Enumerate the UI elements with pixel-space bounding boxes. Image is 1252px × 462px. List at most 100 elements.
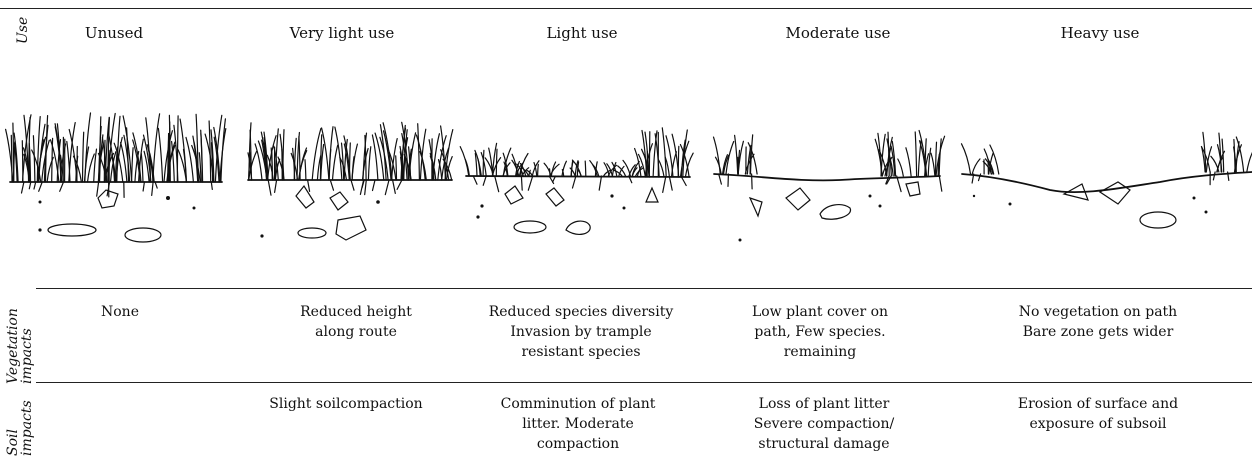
heading-very-light-use: Very light use bbox=[242, 24, 442, 42]
grass-blade bbox=[153, 114, 160, 182]
grass-blade bbox=[489, 148, 493, 176]
heading-moderate-use: Moderate use bbox=[738, 24, 938, 42]
grass-blade bbox=[571, 161, 572, 177]
grass-blade bbox=[898, 159, 904, 176]
root bbox=[34, 182, 36, 189]
vegetation-moderate-use: Low plant cover on path, Few species. re… bbox=[700, 302, 940, 362]
grass-blade bbox=[22, 141, 23, 182]
trampling-profiles-illustration bbox=[0, 70, 1252, 270]
vegetation-very-light-use-line1: Reduced height bbox=[236, 302, 476, 322]
root bbox=[397, 180, 402, 189]
grass-blade bbox=[585, 161, 586, 176]
heading-heavy-use: Heavy use bbox=[1000, 24, 1200, 42]
grass-blade bbox=[186, 137, 193, 182]
soil-light-use: Comminution of plant litter. Moderate co… bbox=[458, 394, 698, 454]
root bbox=[939, 176, 942, 191]
soil-light-use-line1: Comminution of plant bbox=[458, 394, 698, 414]
root bbox=[483, 176, 486, 185]
grass-blade bbox=[735, 135, 738, 174]
grass-blade bbox=[83, 132, 84, 182]
grass-blade bbox=[305, 160, 306, 180]
root bbox=[365, 180, 367, 195]
grass-blade bbox=[748, 143, 757, 174]
vegetation-moderate-use-line1: Low plant cover on bbox=[700, 302, 940, 322]
root bbox=[308, 180, 310, 191]
grass-blade bbox=[168, 134, 169, 183]
vegetation-heavy-use: No vegetation on path Bare zone gets wid… bbox=[978, 302, 1218, 342]
grass-blade bbox=[928, 148, 931, 176]
vegetation-moderate-use-line3: remaining bbox=[700, 342, 940, 362]
vegetation-unused-line1: None bbox=[0, 302, 240, 322]
root bbox=[29, 182, 31, 189]
root bbox=[385, 180, 389, 195]
root bbox=[22, 182, 24, 193]
grass-blade bbox=[329, 150, 331, 181]
soil-very-light-use: Slight soilcompaction bbox=[226, 394, 466, 414]
soil-light-use-line3: compaction bbox=[458, 434, 698, 454]
soil-very-light-use-line1: Slight soilcompaction bbox=[226, 394, 466, 414]
grass-blade bbox=[538, 164, 539, 176]
grass-blade bbox=[465, 159, 469, 176]
grass-blade bbox=[418, 124, 420, 180]
root bbox=[473, 176, 477, 184]
root bbox=[97, 182, 99, 196]
grass-blade bbox=[562, 161, 566, 176]
root bbox=[599, 176, 601, 190]
grass-blade bbox=[368, 147, 370, 180]
grass-blade bbox=[33, 136, 35, 182]
root bbox=[719, 174, 722, 184]
grass-blade bbox=[653, 131, 657, 177]
grass-blade bbox=[962, 144, 971, 174]
vegetation-heavy-use-line2: Bare zone gets wider bbox=[978, 322, 1218, 342]
root bbox=[495, 176, 499, 192]
grass-blade bbox=[297, 133, 299, 181]
grass-blade bbox=[312, 129, 321, 181]
vegetation-unused: None bbox=[0, 302, 240, 322]
root bbox=[1213, 172, 1215, 180]
vegetation-light-use: Reduced species diversity Invasion by tr… bbox=[461, 302, 701, 362]
root bbox=[60, 182, 64, 191]
row-label-soil-line1: Soil bbox=[6, 400, 20, 456]
root bbox=[330, 180, 333, 190]
soil-heavy-use-line1: Erosion of surface and bbox=[978, 394, 1218, 414]
grass-blade bbox=[158, 128, 162, 182]
grass-blade bbox=[666, 136, 673, 177]
root bbox=[752, 174, 753, 189]
grass-blade bbox=[460, 147, 469, 176]
grass-blade bbox=[333, 145, 338, 180]
root bbox=[155, 182, 157, 188]
vegetation-very-light-use-line2: along route bbox=[236, 322, 476, 342]
vegetation-heavy-use-line1: No vegetation on path bbox=[978, 302, 1218, 322]
grass-blade bbox=[141, 154, 143, 182]
stones bbox=[48, 182, 1176, 242]
vegetation-light-use-line2: Invasion by trample bbox=[461, 322, 701, 342]
grass-blade bbox=[714, 137, 721, 174]
grass-blade bbox=[931, 153, 935, 176]
soil-moderate-use-line1: Loss of plant litter bbox=[704, 394, 944, 414]
grass-blade bbox=[67, 142, 70, 183]
heading-unused: Unused bbox=[14, 24, 214, 42]
root bbox=[521, 176, 522, 190]
heading-light-use: Light use bbox=[482, 24, 682, 42]
vegetation-very-light-use: Reduced height along route bbox=[236, 302, 476, 342]
grass-blade bbox=[972, 159, 980, 174]
root bbox=[373, 180, 376, 191]
top-rule bbox=[0, 8, 1252, 9]
grass-blade bbox=[1247, 148, 1252, 172]
root bbox=[528, 176, 532, 190]
soil-moderate-use: Loss of plant litter Severe compaction/ … bbox=[704, 394, 944, 454]
root bbox=[152, 182, 153, 195]
root bbox=[268, 180, 271, 195]
vegetation-light-use-line3: resistant species bbox=[461, 342, 701, 362]
vegetation-rule bbox=[36, 288, 1252, 289]
root bbox=[351, 180, 354, 190]
root bbox=[670, 177, 673, 190]
root bbox=[39, 182, 43, 191]
root bbox=[211, 182, 212, 189]
grass-blade bbox=[221, 119, 226, 182]
grass-blade bbox=[496, 149, 497, 176]
row-label-soil: Soil impacts bbox=[6, 400, 34, 456]
soil-light-use-line2: litter. Moderate bbox=[458, 414, 698, 434]
row-label-soil-line2: impacts bbox=[20, 400, 34, 456]
soil-moderate-use-line2: Severe compaction/ bbox=[704, 414, 944, 434]
